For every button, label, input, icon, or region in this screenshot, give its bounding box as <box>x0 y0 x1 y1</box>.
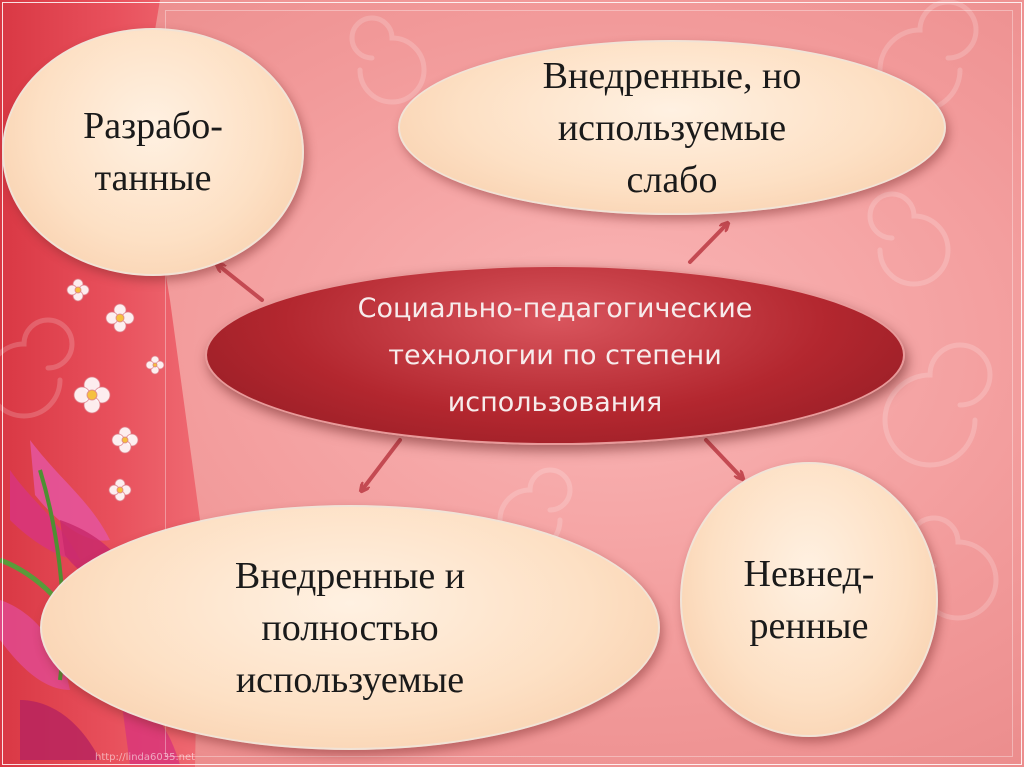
node-implemented-fully-used-line-2: полностью <box>261 606 439 649</box>
arrow-to-implemented-weakly-used <box>688 224 727 264</box>
node-not-implemented-line-1: Невнед- <box>743 552 875 595</box>
node-implemented-weakly-used-line-2: используемые <box>557 106 787 149</box>
node-developed-line-1: Разрабо- <box>83 105 223 147</box>
swirl-icon <box>349 15 427 105</box>
flower-decoration-icon <box>73 376 111 414</box>
center-node-line-3: использования <box>447 386 663 418</box>
node-implemented-fully-used: Внедренные и полностью используемые <box>40 505 660 750</box>
flower-decoration-icon <box>111 426 139 454</box>
arrow-to-developed <box>218 265 264 302</box>
node-implemented-weakly-used-line-3: слабо <box>626 158 718 201</box>
watermark: http://linda6035.net <box>95 752 196 763</box>
center-node-line-2: технологии по степени <box>388 339 722 371</box>
node-not-implemented: Невнед- ренные <box>680 462 938 737</box>
node-not-implemented-line-2: ренные <box>749 604 869 647</box>
arrow-to-not-implemented <box>704 438 742 478</box>
node-implemented-weakly-used-line-1: Внедренные, но <box>542 54 802 97</box>
node-implemented-fully-used-line-3: используемые <box>235 658 465 701</box>
flower-decoration-icon <box>66 278 90 302</box>
node-developed: Разрабо- танные <box>2 28 304 276</box>
node-implemented-weakly-used: Внедренные, но используемые слабо <box>398 40 946 215</box>
swirl-icon <box>882 342 993 468</box>
arrow-to-implemented-fully-used <box>362 438 402 490</box>
center-node: Социально-педагогические технологии по с… <box>205 265 905 445</box>
inner-frame <box>165 10 1013 757</box>
center-node-line-1: Социально-педагогические <box>357 292 753 324</box>
swirl-icon <box>0 317 75 419</box>
flower-decoration-icon <box>108 478 132 502</box>
flower-decoration-icon <box>105 303 135 333</box>
node-developed-line-2: танные <box>94 157 212 199</box>
swirl-icon <box>867 191 951 287</box>
node-implemented-fully-used-line-1: Внедренные и <box>234 554 466 597</box>
flower-decoration-icon <box>145 355 165 375</box>
